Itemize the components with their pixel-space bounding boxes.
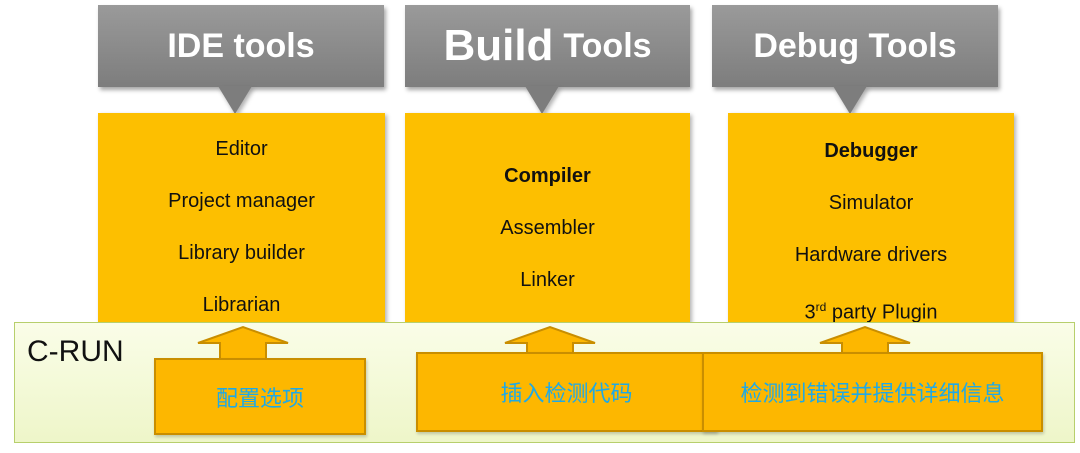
build-callout-pointer xyxy=(525,86,559,114)
debug-tools-callout: Debug Tools xyxy=(712,5,998,87)
debug-item-hardware-drivers: Hardware drivers xyxy=(794,244,948,266)
debug-item-plugin: 3rd party Plugin xyxy=(805,281,938,333)
ide-item-librarian: Librarian xyxy=(202,294,281,316)
build-item-linker: Linker xyxy=(520,269,575,291)
debug-item-debugger: Debugger xyxy=(824,140,918,162)
debug-item-simulator: Simulator xyxy=(828,192,914,214)
ide-item-project-manager: Project manager xyxy=(168,190,315,212)
ide-up-arrow xyxy=(197,325,289,361)
plugin-superscript: rd xyxy=(815,300,827,314)
build-tools-title-big: Build xyxy=(443,21,554,70)
ide-callout-pointer xyxy=(218,86,252,114)
ide-item-library-builder: Library builder xyxy=(178,242,305,264)
ide-tools-title: IDE tools xyxy=(167,26,315,65)
plugin-number: 3 xyxy=(804,301,816,324)
build-item-assembler: Assembler xyxy=(500,217,595,239)
ide-tools-box: Editor Project manager Library builder L… xyxy=(98,113,385,323)
build-tools-callout: Build Tools xyxy=(405,5,690,87)
debug-tools-box: Debugger Simulator Hardware drivers 3rd … xyxy=(728,113,1014,324)
build-up-arrow xyxy=(504,325,596,361)
build-tools-box: Compiler Assembler Linker xyxy=(405,113,690,323)
build-item-compiler: Compiler xyxy=(504,165,591,187)
plugin-text: party Plugin xyxy=(826,301,938,324)
debug-up-arrow xyxy=(819,325,911,361)
action-detect-errors: 检测到错误并提供详细信息 xyxy=(702,352,1043,432)
action-config-options: 配置选项 xyxy=(154,358,366,435)
action-insert-text: 插入检测代码 xyxy=(500,381,633,406)
action-insert-code: 插入检测代码 xyxy=(416,352,717,432)
ide-item-editor: Editor xyxy=(215,138,268,160)
crun-label: C-RUN xyxy=(27,335,124,368)
action-detect-text: 检测到错误并提供详细信息 xyxy=(740,381,1005,406)
action-config-text: 配置选项 xyxy=(215,385,304,411)
ide-tools-callout: IDE tools xyxy=(98,5,384,87)
debug-tools-title: Debug Tools xyxy=(753,26,957,65)
build-tools-title-small: Tools xyxy=(563,26,652,65)
debug-callout-pointer xyxy=(833,86,867,114)
